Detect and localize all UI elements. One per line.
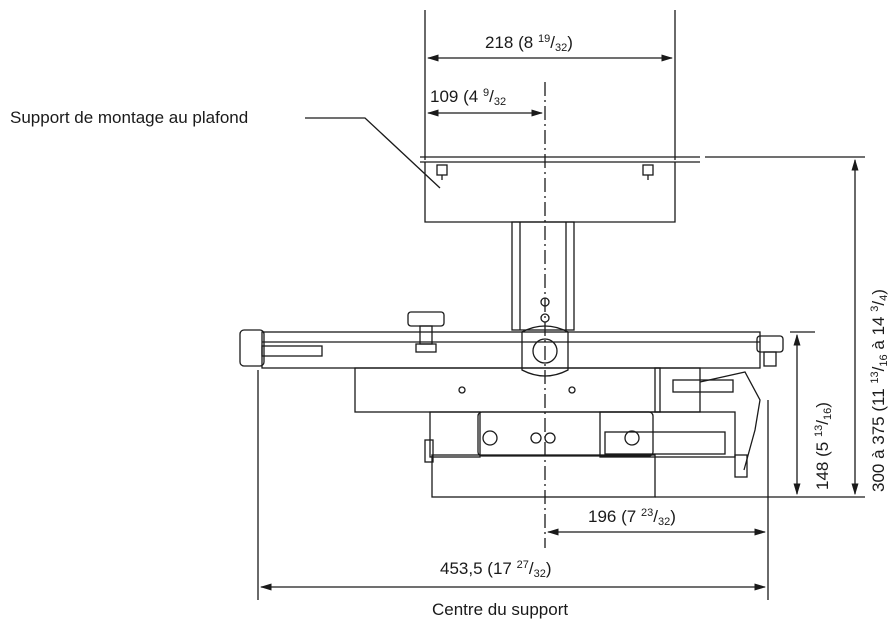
label-ceiling-bracket: Support de montage au plafond (10, 108, 249, 127)
label-center-of-support: Centre du support (432, 600, 569, 619)
bracket-bolts (436, 164, 654, 180)
right-arm (672, 335, 784, 478)
dim-label-218: 218 (8 19/32) (485, 33, 573, 54)
dim-label-300-375: 300 à 375 (11 13/16 à 14 3/4) (869, 289, 890, 492)
pole (511, 221, 575, 331)
lower-bar (354, 367, 701, 413)
dim-label-109: 109 (4 9/32 (430, 87, 507, 108)
ceiling-plate (420, 156, 700, 163)
ceiling-bracket (424, 162, 676, 223)
dim-label-148: 148 (5 13/16) (813, 402, 834, 490)
center-clamp (521, 325, 569, 377)
top-knob (407, 311, 445, 353)
dim-label-453: 453,5 (17 27/32) (440, 559, 552, 580)
dim-label-196: 196 (7 23/32) (588, 507, 676, 528)
lower-body (424, 411, 736, 498)
ceiling-bracket-leader (305, 117, 441, 189)
main-bar (239, 329, 761, 369)
